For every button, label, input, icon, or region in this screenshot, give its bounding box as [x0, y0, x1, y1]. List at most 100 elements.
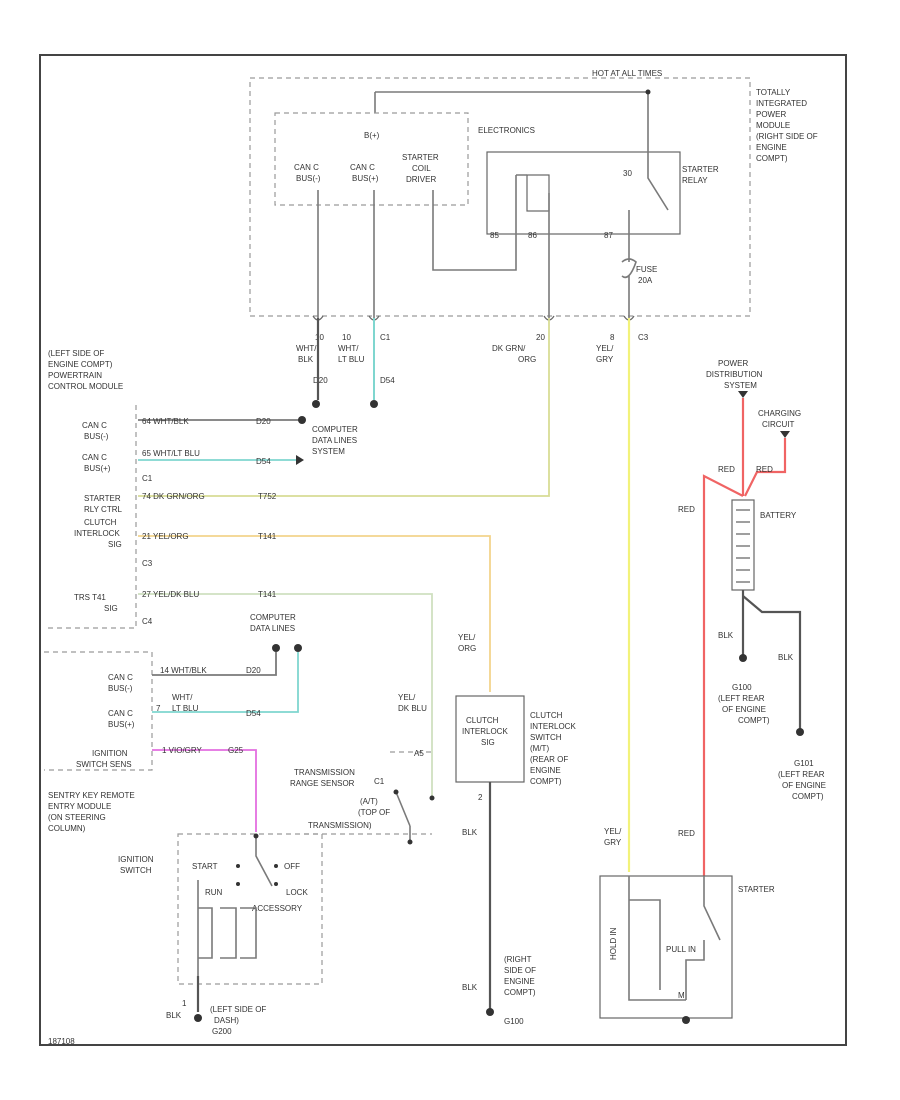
skrem-location-1: SENTRY KEY REMOTE: [48, 791, 135, 800]
tipm-location-2: INTEGRATED: [756, 99, 807, 108]
clutch-label-7: COMPT): [530, 777, 562, 786]
ignition-label-2: SWITCH: [120, 866, 152, 875]
starter-coil-label-3: DRIVER: [406, 175, 436, 184]
pcm-row4-label-2: INTERLOCK: [74, 529, 120, 538]
clutch-label-1: CLUTCH: [530, 711, 563, 720]
trs-outline: [304, 751, 432, 835]
tipm-location-5: (RIGHT SIDE OF: [756, 132, 818, 141]
skrem-module: COMPUTER DATA LINES CAN C BUS(-) 14 WHT/…: [44, 613, 302, 833]
g1-label-3: OF ENGINE: [722, 705, 766, 714]
wire1-pin: 10: [315, 333, 324, 342]
skrem-row1-circuit: D20: [246, 666, 261, 675]
can-plus-label-2: BUS(+): [352, 174, 379, 183]
wire1-circuit: D20: [313, 376, 328, 385]
trs-pin-a: C1: [374, 777, 385, 786]
skrem-row1-wire: 14 WHT/BLK: [160, 666, 207, 675]
g101-battery-ground: [796, 728, 804, 736]
red-wire-label-1: RED: [718, 465, 735, 474]
red-wire-label-2: RED: [756, 465, 773, 474]
can-minus-label-1: CAN C: [294, 163, 319, 172]
skrem-row2-wire: WHT/: [172, 693, 193, 702]
battery-ground-wire-2: [742, 595, 802, 730]
starter-pull-in: PULL IN: [666, 945, 696, 954]
ignition-ground-3: G200: [212, 1027, 232, 1036]
clutch-ground-wire-label-2: BLK: [462, 983, 478, 992]
pcm-row3-label-2: RLY CTRL: [84, 505, 122, 514]
g2-label-2: (LEFT REAR: [778, 770, 825, 779]
starter-coil-label-2: COIL: [412, 164, 431, 173]
battery-cells: [736, 509, 750, 583]
pcm-row5-label-1: TRS T41: [74, 593, 106, 602]
pcm-row3-label-1: STARTER: [84, 494, 121, 503]
wire1-color: WHT/: [296, 344, 317, 353]
electronics-outline: [274, 112, 469, 206]
clutch-box-1: CLUTCH: [466, 716, 499, 725]
pcm-row5-circuit: T141: [258, 590, 277, 599]
charging-label-2: CIRCUIT: [762, 420, 795, 429]
starter-wire-color-1: YEL/: [604, 827, 622, 836]
clutch-box-3: SIG: [481, 738, 495, 747]
fuse-symbol: [621, 258, 637, 279]
skrem-row3-wire: 1 VIO/GRY: [162, 746, 203, 755]
cdl1-line-3: SYSTEM: [312, 447, 345, 456]
skrem-row2-wire2: LT BLU: [172, 704, 199, 713]
ignition-pos-start: START: [192, 862, 218, 871]
pcm-row4-conn: C3: [142, 559, 153, 568]
wire4-color: YEL/: [596, 344, 614, 353]
relay-pin-86: 86: [528, 231, 537, 240]
pcm-row1-wire: 64 WHT/BLK: [142, 417, 189, 426]
starter-wire-color-2: GRY: [604, 838, 622, 847]
tipm-location-1: TOTALLY: [756, 88, 791, 97]
pcm-can-plus-arrow: [296, 455, 304, 465]
pcm-row4-label-3: SIG: [108, 540, 122, 549]
starter-box: [599, 875, 733, 1019]
skrem-outline: [44, 651, 153, 771]
clutch-ground-wire-label: BLK: [462, 828, 478, 837]
clutch-label-6: ENGINE: [530, 766, 561, 775]
g1-label-1: G100: [732, 683, 752, 692]
clutch-wire-color-2: ORG: [458, 644, 476, 653]
wire2-color: WHT/: [338, 344, 359, 353]
ignition-ground-2: DASH): [214, 1016, 239, 1025]
cdl2-line-1: COMPUTER: [250, 613, 296, 622]
starter-label: STARTER: [738, 885, 775, 894]
pcm-row2-label-2: BUS(+): [84, 464, 111, 473]
pcm-can-minus-splice: [298, 416, 306, 424]
trs-pin-b: A5: [414, 749, 424, 758]
wire2-pin: 10: [342, 333, 351, 342]
trs-label-2: RANGE SENSOR: [290, 779, 355, 788]
blk-label-2: BLK: [778, 653, 794, 662]
clutch-label-5: (REAR OF: [530, 755, 568, 764]
tipm-location-3: POWER: [756, 110, 786, 119]
cdl2-splice-a: [272, 644, 280, 652]
skrem-row3-label-2: SWITCH SENS: [76, 760, 132, 769]
trs-switch-terminal: [407, 839, 413, 845]
cdl1-line-1: COMPUTER: [312, 425, 358, 434]
tipm-module: HOT AT ALL TIMES TOTALLY INTEGRATED POWE…: [249, 69, 818, 318]
tipm-location-7: COMPT): [756, 154, 788, 163]
g100-ground-terminal: [486, 1008, 494, 1016]
trs-label-3: (A/T): [360, 797, 378, 806]
clutch-box-2: INTERLOCK: [462, 727, 508, 736]
ignition-pos-lock: LOCK: [286, 888, 308, 897]
skrem-location-3: (ON STEERING: [48, 813, 106, 822]
red-wire-label-left: RED: [678, 505, 695, 514]
wire3-color2: ORG: [518, 355, 536, 364]
trs-label-5: TRANSMISSION): [308, 821, 372, 830]
relay-contact: [647, 150, 669, 211]
diagram-frame: [39, 54, 847, 1046]
clutch-label-4: (M/T): [530, 744, 549, 753]
wire4-conn: C3: [638, 333, 649, 342]
pcm-row3-circuit: T752: [258, 492, 277, 501]
skrem-can-minus-wire: [152, 652, 277, 676]
pcm-row2-conn: C1: [142, 474, 153, 483]
pcm-row4-label-1: CLUTCH: [84, 518, 117, 527]
ignition-ground-wire-label: BLK: [166, 1011, 182, 1020]
pdc-label-3: SYSTEM: [724, 381, 757, 390]
battery-symbol: [731, 499, 755, 591]
wire4-color2: GRY: [596, 355, 614, 364]
clutch-ground-3: ENGINE: [504, 977, 535, 986]
pcm-module: (LEFT SIDE OF ENGINE COMPT) POWERTRAIN C…: [44, 318, 550, 798]
tipm-location-6: ENGINE: [756, 143, 787, 152]
